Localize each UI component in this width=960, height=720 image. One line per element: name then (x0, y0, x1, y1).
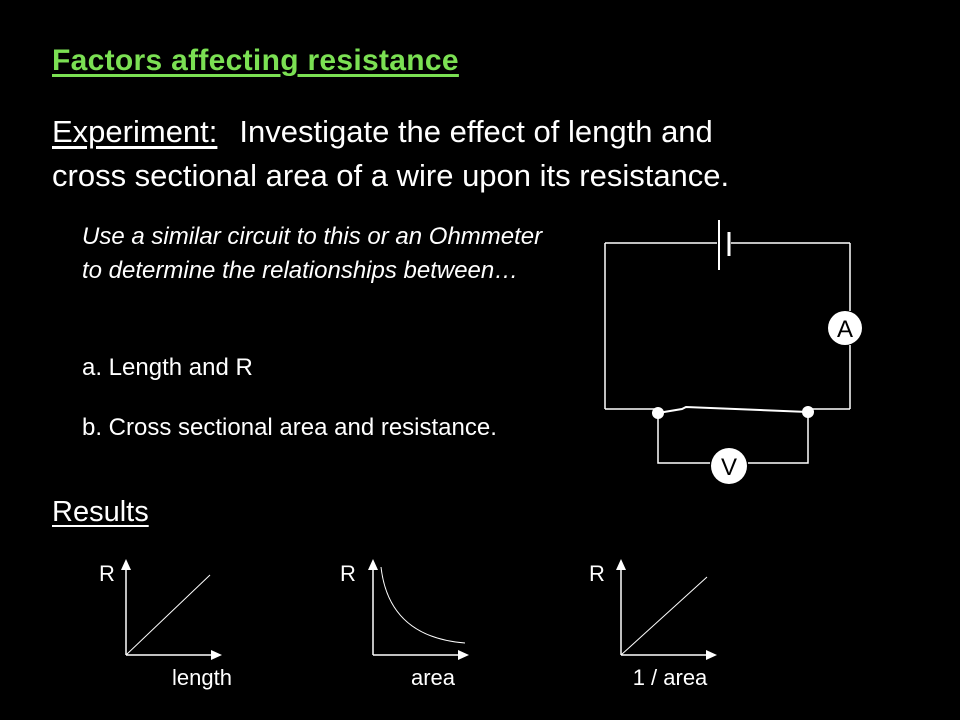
results-heading: Results (52, 496, 149, 528)
experiment-line-1: Experiment: Investigate the effect of len… (52, 114, 713, 150)
graph-2-curve (380, 566, 466, 644)
experiment-label: Experiment: (52, 114, 218, 149)
experiment-text-1: Investigate the effect of length and (239, 114, 713, 149)
graph-3-x-label: 1 / area (633, 665, 708, 690)
graph-3-x-arrow (706, 650, 717, 660)
terminal-left-dot (652, 407, 664, 419)
graph-2-y-arrow (368, 559, 378, 570)
test-wire (657, 405, 809, 414)
graph-2-x-arrow (458, 650, 469, 660)
graph-3-y-label: R (589, 561, 605, 586)
instruction-text: Use a similar circuit to this or an Ohmm… (82, 223, 543, 284)
page-title: Factors affecting resistance (52, 44, 459, 77)
item-a-text: a. Length and R (82, 354, 253, 381)
graph-2-y-label: R (340, 561, 356, 586)
graph-3-y-arrow (616, 559, 626, 570)
graph-2-x-label: area (411, 665, 456, 690)
experiment-line-2: cross sectional area of a wire upon its … (52, 158, 730, 193)
item-b-text: b. Cross sectional area and resistance. (82, 414, 497, 441)
voltmeter-wire-left (657, 413, 710, 464)
graph-3-line (620, 576, 708, 656)
circuit-diagram: A V (604, 220, 862, 484)
graph-1-y-label: R (99, 561, 115, 586)
terminal-right-dot (802, 406, 814, 418)
graph-1-line (125, 574, 211, 656)
voltmeter-wire-right (748, 413, 809, 464)
voltmeter-label: V (721, 454, 737, 481)
ammeter-label: A (837, 316, 853, 343)
graph-1-x-arrow (211, 650, 222, 660)
graph-1-x-label: length (172, 665, 232, 690)
graph-r-vs-length: R length (99, 559, 232, 690)
ammeter-symbol (828, 311, 862, 345)
graph-r-vs-area: R area (340, 559, 469, 690)
graph-1-y-arrow (121, 559, 131, 570)
voltmeter-symbol (711, 448, 747, 484)
graph-r-vs-inverse-area: R 1 / area (589, 559, 717, 690)
